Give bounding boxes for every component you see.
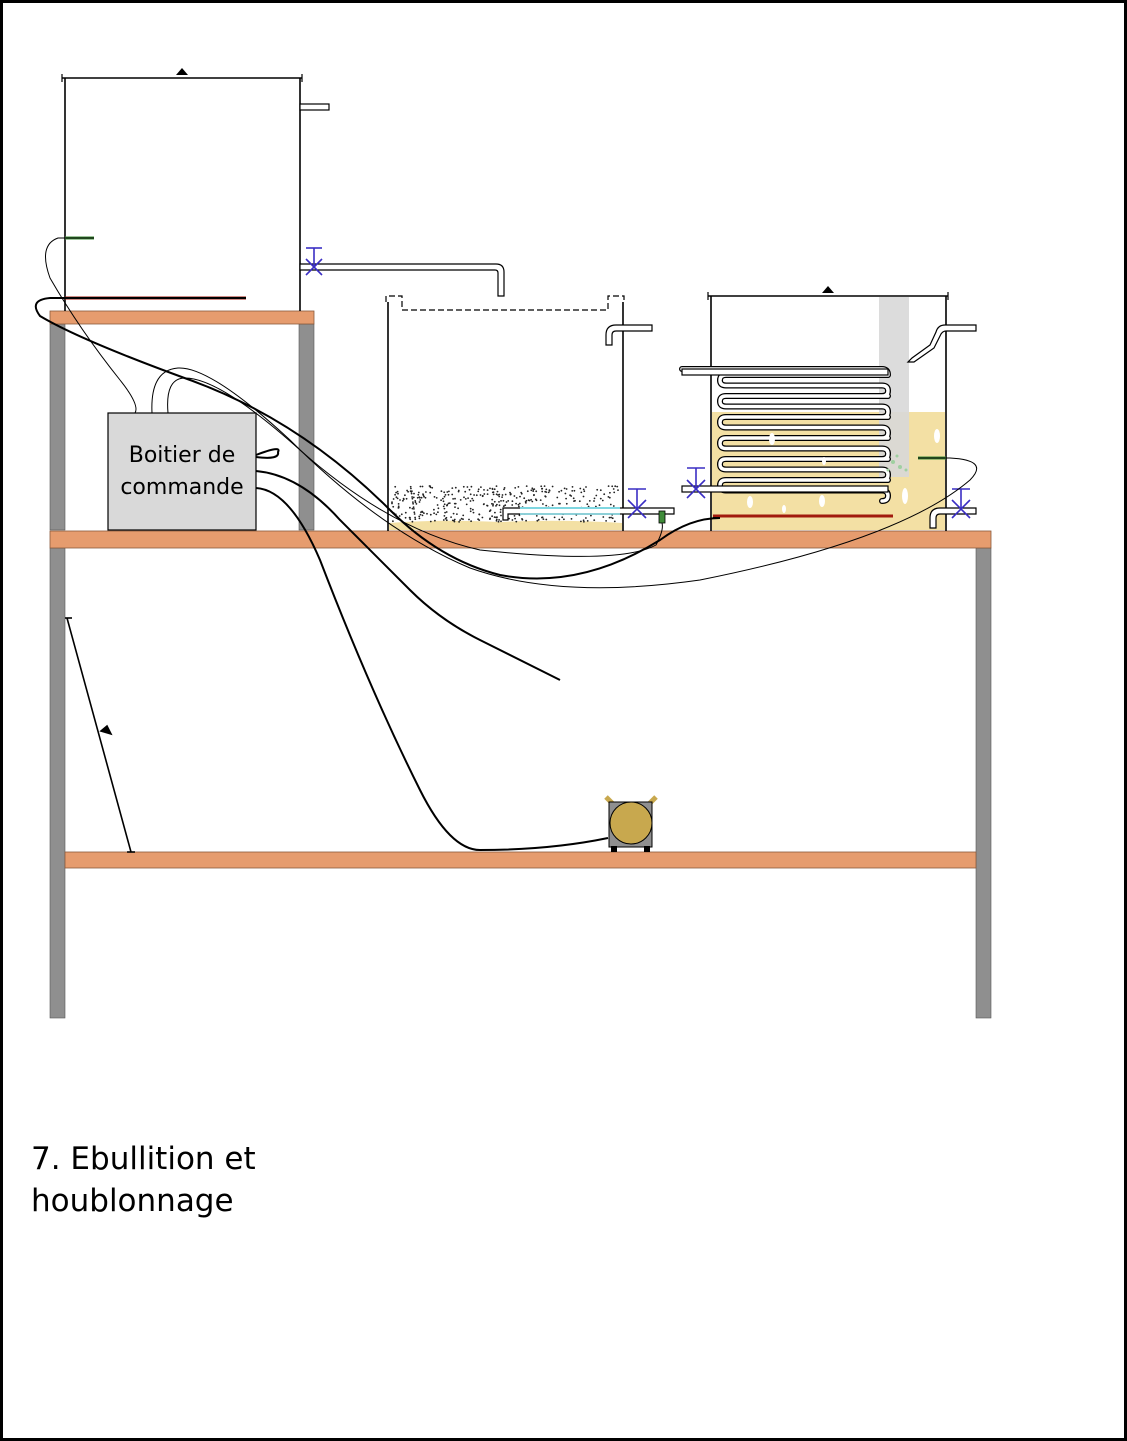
stand-support (65, 617, 135, 853)
upper-left-leg (49, 323, 66, 531)
cable-hot-tank-sensor (45, 237, 137, 414)
step-caption: 7. Ebullition et houblonnage (31, 1138, 256, 1222)
top-shelf (49, 310, 315, 325)
valve-icon (305, 247, 323, 276)
mash-liquid (389, 520, 622, 530)
return-pipe-elbow (605, 324, 653, 346)
valve-icon (627, 488, 647, 519)
cable-box-pump (255, 470, 609, 852)
cables (34, 237, 978, 852)
mash-temperature-probe (658, 510, 666, 524)
mash-tun (385, 295, 675, 531)
valve-icon (686, 467, 706, 499)
lower-right-leg (975, 547, 992, 1019)
control-box-label: Boitier de commande (108, 440, 256, 504)
hop-particles (886, 454, 908, 472)
boil-kettle (679, 286, 977, 531)
bottom-shelf (64, 851, 977, 869)
control-box-label-line1: Boitier de (128, 443, 236, 468)
immersion-chiller-coil (679, 366, 892, 504)
valve-icon (951, 488, 971, 519)
cable-box-kettle-sensor (151, 367, 978, 589)
control-box (107, 412, 257, 531)
caption-line2: houblonnage (31, 1183, 234, 1219)
lid-handle-icon (822, 286, 834, 293)
lid-handle-icon (176, 68, 188, 75)
table-structure (49, 310, 992, 1019)
upper-right-leg (298, 323, 315, 531)
cable-box-mash-sensor (167, 377, 663, 557)
hot-water-tank (61, 68, 505, 311)
overflow-pipe (299, 103, 330, 111)
pump (604, 795, 658, 852)
transfer-pipe (299, 263, 505, 297)
pump-head-icon (609, 801, 653, 845)
control-box-label-line2: commande (120, 475, 244, 500)
cable-box-loop (255, 448, 280, 459)
lower-left-leg (49, 547, 66, 1019)
caption-line1: 7. Ebullition et (31, 1141, 256, 1177)
middle-shelf (49, 530, 992, 549)
cable-hot-tank-heater (34, 297, 721, 580)
boil-bubbles (747, 429, 940, 513)
